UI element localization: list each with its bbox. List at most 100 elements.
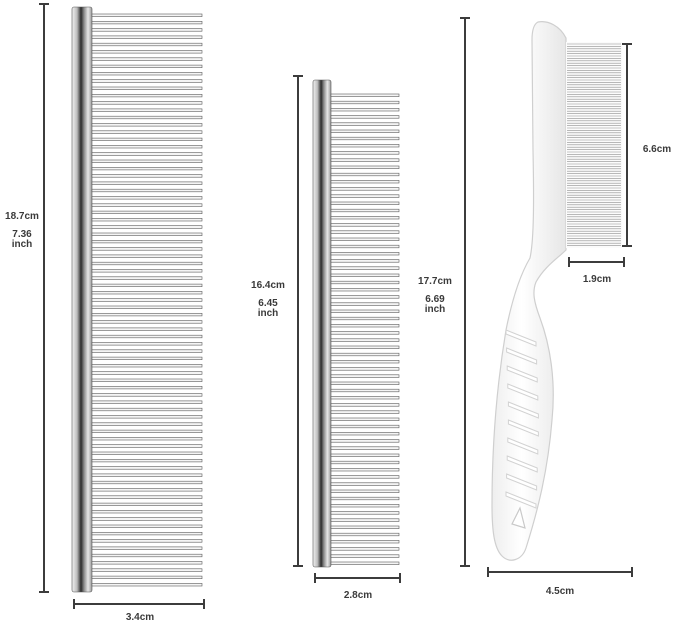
large-comb-tooth xyxy=(91,232,203,236)
large-comb-tooth xyxy=(91,210,203,215)
large-comb-tooth xyxy=(91,94,203,98)
medium-comb-tooth xyxy=(330,504,400,508)
large-comb-tooth xyxy=(91,101,203,105)
large-comb-tooth xyxy=(91,473,203,477)
grip-ridge xyxy=(507,419,539,437)
large-comb-tooth xyxy=(91,145,203,149)
medium-comb-tooth xyxy=(330,547,400,551)
medium-comb-tooth xyxy=(330,446,400,450)
flea-comb-hang-hole xyxy=(511,506,526,529)
large-comb-tooth xyxy=(91,393,203,397)
medium-comb-tooth xyxy=(330,489,400,493)
large-comb-tooth xyxy=(91,378,203,382)
large-comb-tooth xyxy=(91,349,203,353)
large-comb-tooth xyxy=(91,86,203,90)
large-comb-tooth xyxy=(91,13,203,17)
medium-comb-tooth xyxy=(330,259,400,263)
large-comb-tooth xyxy=(91,444,203,448)
medium-comb-tooth xyxy=(330,511,400,515)
large-comb-tooth xyxy=(91,123,203,127)
medium-comb-tooth xyxy=(330,525,400,529)
medium-comb-tooth xyxy=(330,230,400,234)
large-comb-tooth xyxy=(91,320,203,324)
large-comb xyxy=(71,6,203,593)
large-comb-tooth xyxy=(91,334,203,339)
medium-comb-tooth xyxy=(330,453,400,457)
large-comb-tooth xyxy=(91,42,203,47)
medium-comb-tooth xyxy=(330,316,400,321)
large-comb-tooth xyxy=(91,415,203,419)
medium-comb-height-cm: 16.4cm xyxy=(251,280,285,291)
large-comb-tooth xyxy=(91,79,203,83)
medium-comb-tooth xyxy=(330,331,400,335)
medium-comb-tooth xyxy=(330,410,400,414)
large-comb-tooth xyxy=(91,495,203,499)
medium-comb-tooth xyxy=(330,144,400,148)
medium-comb-tooth xyxy=(330,208,400,213)
large-comb-tooth xyxy=(91,583,203,587)
medium-comb-tooth xyxy=(330,309,400,313)
large-comb-tooth xyxy=(91,196,203,200)
medium-comb-tooth xyxy=(330,93,400,97)
grip-ridge xyxy=(507,383,539,401)
medium-comb-tooth xyxy=(330,273,400,277)
medium-comb-tooth xyxy=(330,172,400,177)
medium-comb-tooth xyxy=(330,187,400,191)
large-comb-tooth xyxy=(91,466,203,470)
medium-comb-tooth xyxy=(330,388,400,393)
large-comb-tooth xyxy=(91,108,203,112)
large-comb-tooth xyxy=(91,240,203,244)
large-comb-tooth xyxy=(91,385,203,390)
medium-comb-tooth xyxy=(330,338,400,342)
medium-comb-tooth xyxy=(330,403,400,407)
medium-comb-tooth xyxy=(330,561,400,565)
large-comb-tooth xyxy=(91,254,203,258)
large-comb-tooth xyxy=(91,429,203,434)
large-comb-tooth xyxy=(91,291,203,295)
medium-comb-tooth xyxy=(330,280,400,285)
large-comb-tooth xyxy=(91,57,203,61)
large-comb-tooth xyxy=(91,524,203,528)
large-comb-tooth xyxy=(91,305,203,309)
medium-comb-tooth xyxy=(330,158,400,162)
large-comb-tooth xyxy=(91,502,203,507)
medium-comb-tooth xyxy=(330,432,400,436)
large-comb-tooth xyxy=(91,218,203,222)
medium-comb-tooth xyxy=(330,115,400,119)
medium-comb-tooth xyxy=(330,151,400,155)
large-comb-tooth xyxy=(91,437,203,441)
medium-comb-tooth xyxy=(330,540,400,544)
large-comb-tooth xyxy=(91,261,203,266)
large-comb-tooth xyxy=(91,20,203,25)
large-comb-tooth xyxy=(91,137,203,142)
large-comb-tooth xyxy=(91,568,203,572)
medium-comb-tooth xyxy=(330,129,400,133)
medium-comb-tooth xyxy=(330,302,400,306)
large-comb-tooth xyxy=(91,539,203,543)
medium-comb-tooth xyxy=(330,532,400,537)
large-comb-tooth xyxy=(91,356,203,361)
grip-ridge xyxy=(506,473,538,491)
medium-comb-tooth xyxy=(330,424,400,429)
medium-comb-width-label: 2.8cm xyxy=(343,590,373,601)
medium-comb-tooth xyxy=(330,122,400,126)
large-comb-tooth xyxy=(91,247,203,251)
grip-ridge xyxy=(505,329,537,347)
medium-comb-tooth xyxy=(330,460,400,465)
medium-comb-tooth xyxy=(330,374,400,378)
medium-comb-tooth xyxy=(330,417,400,421)
grip-ridge xyxy=(506,455,538,473)
large-comb-tooth xyxy=(91,269,203,273)
grip-ridge xyxy=(507,401,539,419)
large-comb-tooth xyxy=(91,181,203,185)
large-comb-tooth xyxy=(91,451,203,455)
medium-comb-tooth xyxy=(330,360,400,364)
large-comb-tooth xyxy=(91,488,203,492)
medium-comb-tooth xyxy=(330,475,400,479)
large-comb-tooth xyxy=(91,407,203,412)
large-comb-tooth xyxy=(91,225,203,229)
flea-comb-height-inch-value: 6.69 xyxy=(425,294,445,305)
large-comb-teeth xyxy=(91,13,203,587)
